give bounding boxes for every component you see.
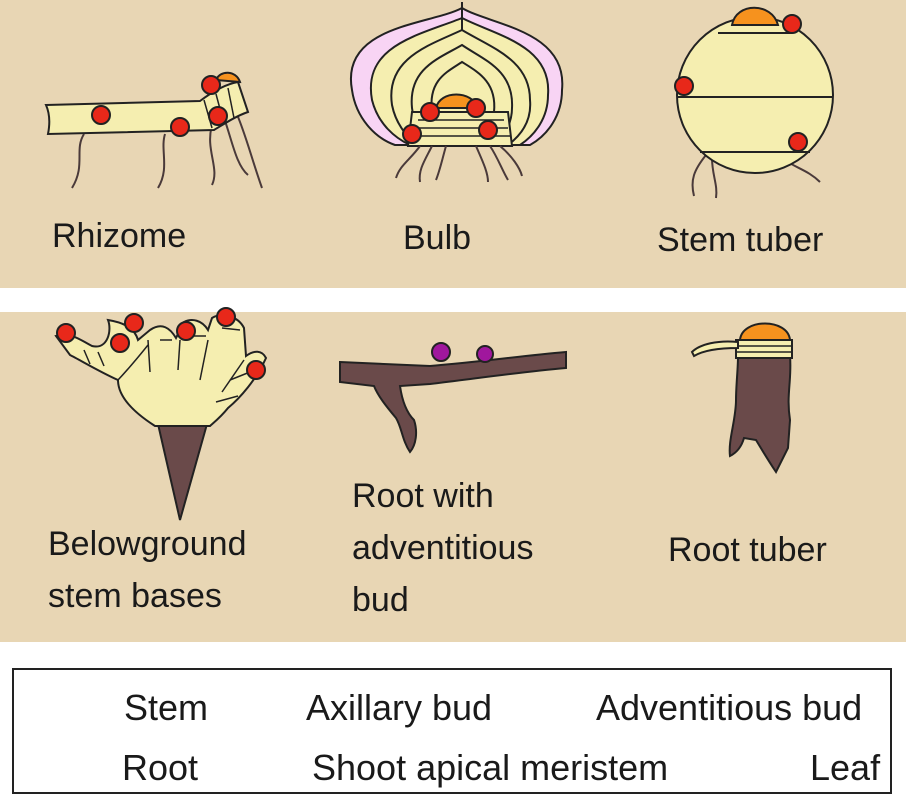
bulb-roots <box>395 145 523 183</box>
stem-tuber-drawing <box>674 6 834 199</box>
label-stem-tuber: Stem tuber <box>657 221 824 259</box>
adventitious-buds <box>431 342 494 363</box>
root-tuber-meristem <box>738 322 792 341</box>
bulb-buds <box>402 98 498 144</box>
label-root-adventitious-bud: Root with adventitious bud <box>352 477 534 619</box>
label-root-tuber: Root tuber <box>668 531 827 569</box>
legend-root-label: Root <box>122 747 199 788</box>
stem-bases-taproot <box>156 423 209 521</box>
root-tuber-drawing <box>690 322 793 474</box>
rhizome-buds <box>91 75 228 137</box>
label-rhizome: Rhizome <box>52 217 187 255</box>
tuber-buds <box>674 14 808 152</box>
rhizome-roots <box>71 111 263 189</box>
horizontal-root <box>339 350 567 454</box>
legend-leaf-label: Leaf <box>810 747 881 788</box>
legend-meristem-label: Shoot apical meristem <box>312 747 669 788</box>
root-tuber-body <box>728 355 792 474</box>
root-tuber-stem <box>735 339 793 359</box>
bulb-drawing <box>349 2 564 183</box>
stem-bases-shoots <box>54 314 268 427</box>
legend-stem-label: Stem <box>124 687 209 728</box>
tuber-body <box>676 16 834 174</box>
legend-axillary-bud-label: Axillary bud <box>306 687 493 728</box>
stem-bases-drawing <box>54 307 268 521</box>
legend-adventitious-bud-label: Adventitious bud <box>596 687 863 728</box>
stem-bases-buds <box>56 307 266 380</box>
legend-box <box>12 668 892 794</box>
rhizome-drawing <box>44 71 263 189</box>
rhizome-meristem <box>214 71 242 84</box>
root-adventitious-drawing <box>339 342 567 454</box>
label-belowground-stem-bases: Belowground stem bases <box>48 525 247 615</box>
tuber-meristem <box>730 6 780 26</box>
label-bulb: Bulb <box>403 219 472 257</box>
